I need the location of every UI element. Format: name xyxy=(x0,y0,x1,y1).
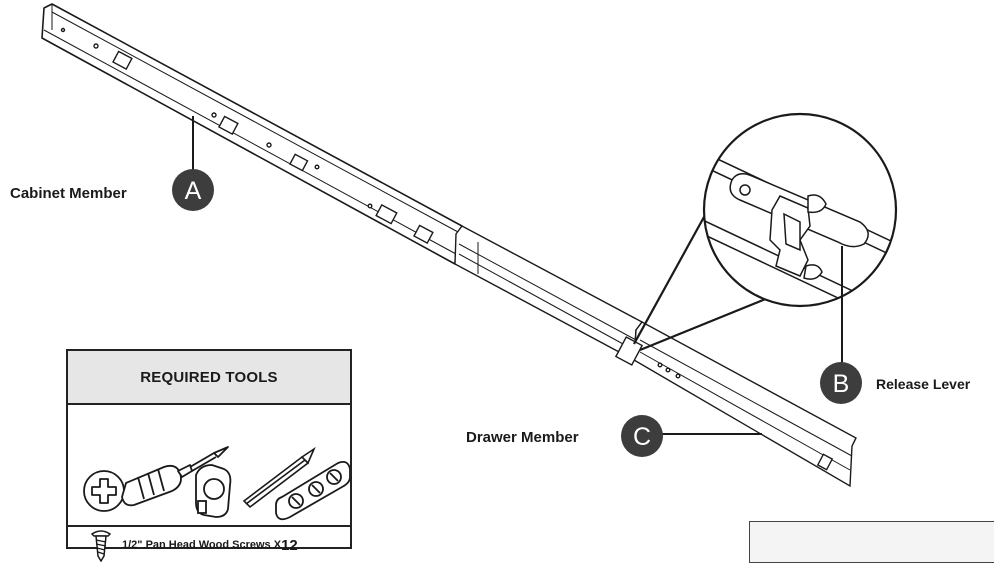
callout-b-badge xyxy=(820,362,862,404)
screwdriver-icon xyxy=(83,446,229,512)
magnified-detail xyxy=(702,112,898,308)
screws-text: 1/2" Pan Head Wood Screws X xyxy=(122,539,282,551)
callout-a-badge xyxy=(172,169,214,211)
drill-guide-icon xyxy=(275,460,350,521)
rail-holes xyxy=(60,27,434,245)
required-tools-box: REQUIRED TOOLS xyxy=(66,349,352,562)
callout-b: B Release Lever xyxy=(820,362,971,404)
drawer-member-label: Drawer Member xyxy=(466,429,579,446)
intermediate-member-rail xyxy=(454,225,644,362)
slide-rail-diagram: A Cabinet Member B Release Lever C Drawe… xyxy=(10,3,971,488)
wood-screw-icon xyxy=(90,530,112,562)
pencil-icon xyxy=(242,446,316,509)
leader-lines xyxy=(192,116,843,435)
cabinet-member-rail xyxy=(41,3,463,265)
drawer-member-rail xyxy=(614,321,857,488)
screws-quantity: 12 xyxy=(281,536,298,554)
callout-a-letter: A xyxy=(185,177,202,205)
tools-icons-row xyxy=(68,405,350,527)
release-lever-label: Release Lever xyxy=(876,376,971,392)
callout-c-badge xyxy=(621,415,663,457)
required-tools-title: REQUIRED TOOLS xyxy=(68,351,350,405)
callout-c-letter: C xyxy=(633,423,651,451)
callout-b-letter: B xyxy=(833,370,850,398)
callout-c: C Drawer Member xyxy=(466,415,663,457)
corner-panel xyxy=(749,521,994,563)
cabinet-member-label: Cabinet Member xyxy=(10,185,127,202)
tape-measure-icon xyxy=(195,464,232,518)
callout-a: A Cabinet Member xyxy=(10,169,214,211)
